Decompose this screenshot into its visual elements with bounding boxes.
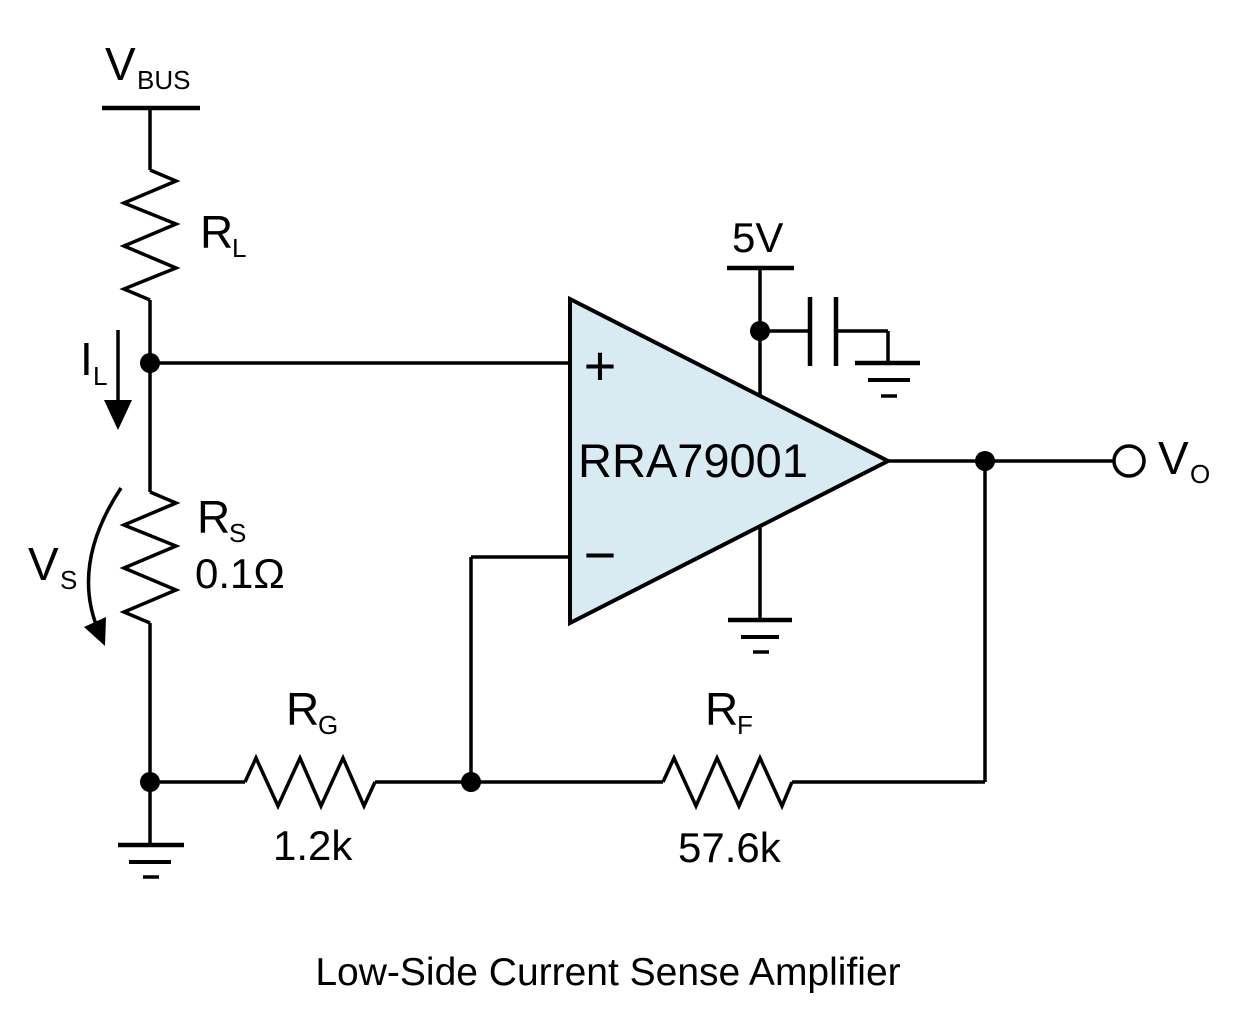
ground-symbol-left [118, 842, 184, 879]
resistor-rs-value: 0.1Ω [195, 550, 285, 597]
resistor-rl-label: R [200, 206, 233, 258]
opamp-minus-input-symbol: − [584, 523, 617, 586]
supply-5v-label: 5V [732, 214, 783, 261]
resistor-rg: R G 1.2k [150, 683, 377, 869]
resistor-rs-label: R [197, 491, 230, 543]
vo-label: V [1158, 432, 1189, 484]
resistor-rf-label: R [705, 683, 738, 735]
resistor-rf-label-subscript: F [737, 710, 753, 740]
junction-dot-inverting-node [461, 772, 481, 792]
figure-caption: Low-Side Current Sense Amplifier [315, 951, 900, 994]
output-terminal-circle [1112, 444, 1146, 478]
il-label-subscript: L [93, 361, 107, 391]
opamp: RRA79001 + − [568, 295, 893, 627]
resistor-rl-label-subscript: L [232, 233, 246, 263]
junction-dot-ground-node [140, 772, 160, 792]
resistor-rl-zigzag [119, 168, 181, 302]
il-current-arrow: I L [80, 330, 132, 430]
opamp-triangle [568, 295, 893, 627]
junction-dot-noninverting-tap [140, 353, 160, 373]
output-net: V O [888, 432, 1210, 489]
vbus-label: V [105, 38, 136, 90]
vo-label-subscript: O [1190, 459, 1210, 489]
opamp-part-number: RRA79001 [578, 434, 808, 487]
resistor-rs: R S 0.1Ω [119, 490, 285, 625]
resistor-rg-value: 1.2k [273, 822, 353, 869]
resistor-rs-zigzag [119, 490, 181, 625]
resistor-rg-zigzag [243, 753, 377, 811]
vbus-supply-rail: V BUS [102, 38, 200, 170]
il-arrowhead-icon [104, 400, 132, 430]
resistor-rg-label: R [286, 683, 319, 735]
resistor-rl: R L [119, 168, 246, 302]
ground-symbol-opamp [728, 617, 792, 654]
vs-arc [86, 487, 123, 633]
resistor-rf-zigzag [661, 753, 794, 811]
vs-label: V [28, 538, 59, 590]
vbus-label-subscript: BUS [137, 65, 190, 95]
wire-capacitor-to-ground [836, 329, 890, 363]
vs-arrowhead-icon [84, 617, 106, 646]
ground-symbol-capacitor [855, 360, 920, 398]
supply-5v: 5V [727, 214, 794, 397]
il-label: I [80, 333, 93, 385]
junction-dot-5v-node [750, 321, 770, 341]
bypass-capacitor [760, 297, 890, 366]
resistor-rg-label-subscript: G [318, 710, 338, 740]
vs-voltage-arc: V S [28, 487, 123, 646]
vs-label-subscript: S [60, 565, 77, 595]
opamp-plus-input-symbol: + [584, 334, 617, 397]
junction-dot-output-node [975, 451, 995, 471]
resistor-rs-label-subscript: S [229, 518, 246, 548]
resistor-rf-value: 57.6k [678, 824, 782, 871]
resistor-rf: R F 57.6k [661, 683, 794, 871]
